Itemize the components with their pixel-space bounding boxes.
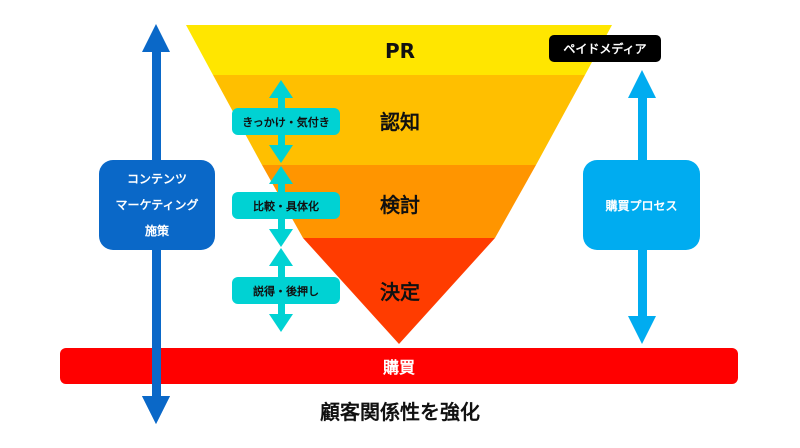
stage-label-awareness: 認知 — [380, 109, 420, 134]
stage-label-decision: 決定 — [380, 279, 420, 304]
step-persuasion: 説得・後押し — [232, 277, 340, 304]
purchase-bar: 購買 — [60, 348, 738, 384]
stage-label-consideration: 検討 — [380, 192, 420, 217]
content-marketing-box: コンテンツ マーケティング 施策 — [99, 160, 215, 250]
step-trigger-awareness: きっかけ・気付き — [232, 108, 340, 135]
content-marketing-line-3: 施策 — [144, 224, 169, 238]
funnel-stage-pr — [186, 25, 612, 75]
funnel-stage-consideration — [262, 165, 536, 238]
funnel-stage-decision — [303, 238, 495, 344]
stage-label-pr: PR — [384, 39, 416, 63]
content-marketing-line-2: マーケティング — [115, 198, 199, 212]
purchase-process-box: 購買プロセス — [583, 160, 700, 250]
content-marketing-line-1: コンテンツ — [126, 172, 187, 186]
footer-caption: 顧客関係性を強化 — [320, 400, 480, 424]
step-comparison: 比較・具体化 — [232, 192, 340, 219]
funnel-stage-awareness — [213, 75, 585, 165]
paid-media-badge: ペイドメディア — [549, 35, 661, 62]
